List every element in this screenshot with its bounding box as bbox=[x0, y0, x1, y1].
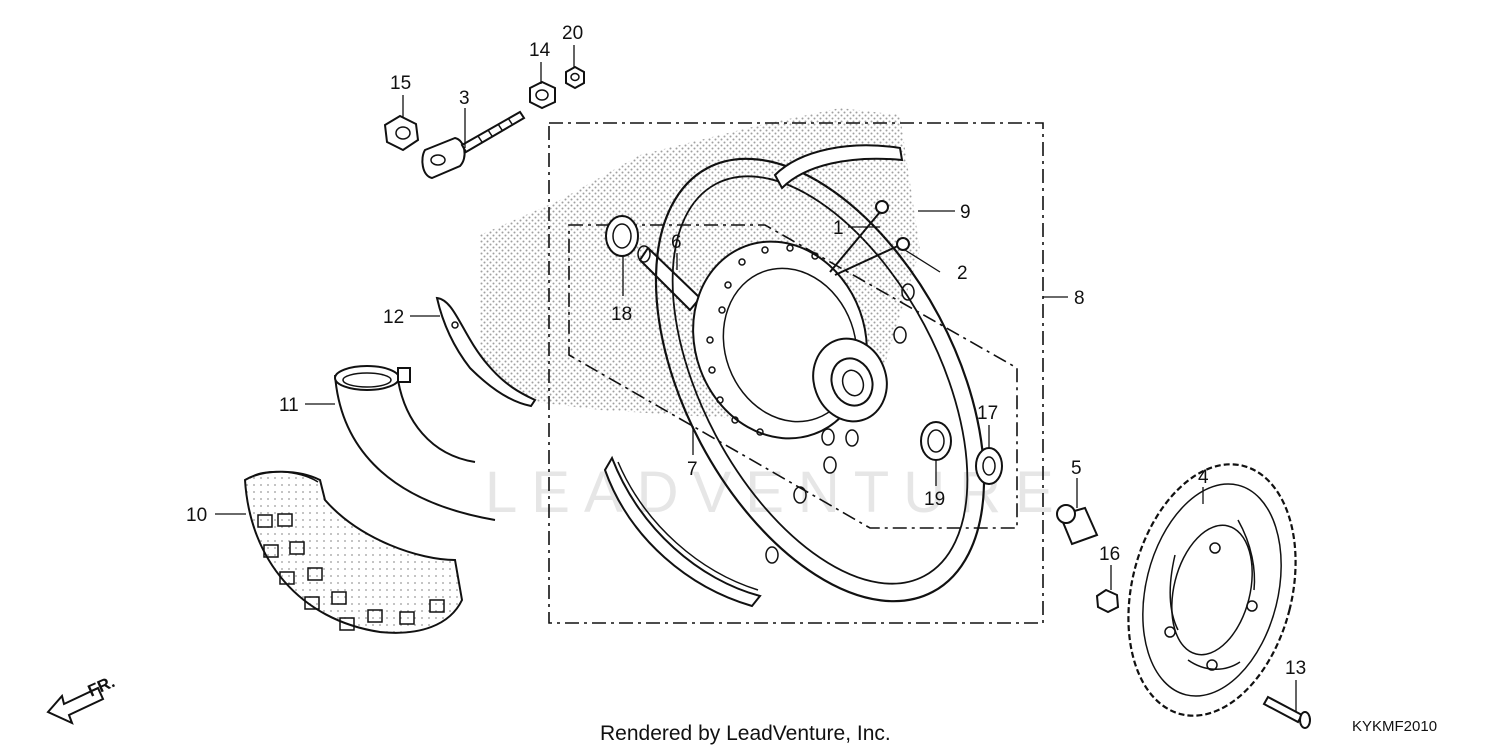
bearing-19 bbox=[920, 421, 952, 461]
callout-labels: 1 2 3 4 5 6 7 8 9 10 11 12 13 14 15 16 1… bbox=[186, 23, 1306, 679]
dust-seal-17 bbox=[975, 447, 1003, 485]
wheel-rim bbox=[654, 157, 986, 603]
hub-subassembly-box bbox=[568, 224, 1018, 529]
diagram-code: KYKMF2010 bbox=[1352, 718, 1437, 735]
callout-7: 7 bbox=[687, 459, 698, 480]
rim-band-part bbox=[435, 296, 537, 408]
distance-collar-6 bbox=[637, 245, 702, 312]
callout-6: 6 bbox=[671, 232, 682, 253]
bearing-18 bbox=[605, 215, 639, 257]
callout-14: 14 bbox=[529, 40, 551, 61]
callout-16: 16 bbox=[1099, 544, 1120, 565]
callout-19: 19 bbox=[924, 489, 945, 510]
flange-nut-15 bbox=[383, 114, 420, 152]
callout-18: 18 bbox=[611, 304, 632, 325]
callout-15: 15 bbox=[390, 73, 411, 94]
callout-12: 12 bbox=[383, 307, 404, 328]
callout-17: 17 bbox=[977, 403, 998, 424]
nut-20 bbox=[565, 65, 585, 90]
front-arrow: FR. bbox=[46, 672, 118, 725]
callout-13: 13 bbox=[1285, 658, 1306, 679]
sprocket-4 bbox=[1127, 463, 1297, 717]
bolt-13 bbox=[1262, 695, 1311, 729]
footer-credit: Rendered by LeadVenture, Inc. bbox=[600, 722, 891, 745]
spoke-1 bbox=[829, 200, 889, 273]
rim-section-7 bbox=[603, 455, 762, 608]
callout-3: 3 bbox=[459, 88, 470, 109]
callout-8: 8 bbox=[1074, 288, 1085, 309]
callout-11: 11 bbox=[279, 395, 299, 416]
callout-5: 5 bbox=[1071, 458, 1082, 479]
rim-section-9 bbox=[773, 144, 904, 190]
wheel-hub bbox=[692, 240, 888, 440]
callout-1: 1 bbox=[833, 218, 844, 239]
wheel-assembly-box bbox=[548, 122, 1044, 624]
collar-5 bbox=[1056, 504, 1099, 546]
callout-9: 9 bbox=[960, 202, 971, 223]
nut-14 bbox=[529, 80, 556, 110]
callout-2: 2 bbox=[957, 263, 968, 284]
leader-lines bbox=[215, 45, 1297, 712]
callout-10: 10 bbox=[186, 505, 207, 526]
callout-20: 20 bbox=[562, 23, 583, 44]
spoke-2 bbox=[834, 237, 910, 276]
front-arrow-label: FR. bbox=[85, 672, 118, 700]
inner-tube-part bbox=[334, 365, 496, 521]
chain-adjuster-3 bbox=[421, 110, 526, 180]
tire-part bbox=[243, 470, 464, 634]
flange-nut-16 bbox=[1095, 588, 1120, 614]
watermark-text: LEADVENTURE bbox=[485, 460, 1068, 525]
callout-4: 4 bbox=[1198, 467, 1209, 488]
